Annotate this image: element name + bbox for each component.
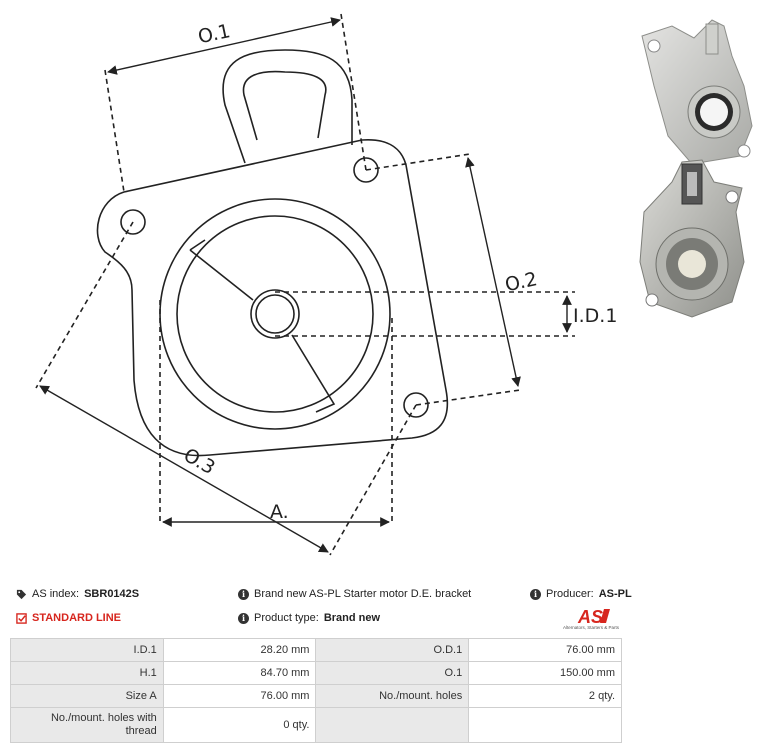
dim-o1-ext-right [340,13,367,171]
bracket-photo-rear [639,159,745,318]
web-edge [189,239,206,251]
mount-hole-left [120,209,146,235]
spec-label-cell: I.D.1 [10,638,164,662]
dim-o3-ext-left [35,221,134,389]
description-text: Brand new AS-PL Starter motor D.E. brack… [254,588,472,600]
outer-bore [159,198,391,430]
tags-icon [16,589,27,599]
product-type-value: Brand new [323,612,381,624]
spec-label-cell: H.1 [10,661,164,685]
as-pl-logo: AS [577,607,610,627]
flange-outline [96,139,449,457]
as-index-label: AS index: [32,588,80,600]
spec-value-cell: 76.00 mm [468,638,622,662]
producer-label: Producer: [546,588,594,600]
label-a: A. [270,501,289,523]
inner-bore [176,215,374,413]
dim-o1-ext-left [104,69,125,193]
producer-value: AS-PL [598,588,632,600]
as-index-value: SBR0142S [84,588,140,600]
mount-hole-bottom-right [403,392,429,418]
spec-value-cell [468,707,622,743]
hub-outer [250,289,300,339]
dim-o3-ext-right [329,404,417,556]
spec-value-cell: 2 qty. [468,684,622,708]
label-o1: O.1 [196,20,232,48]
spec-label-cell: O.D.1 [315,638,470,662]
spec-value-cell: 0 qty. [162,707,317,743]
spec-label-cell: No./mount. holes with thread [10,707,164,743]
product-type-label: Product type: [254,612,319,624]
as-index: AS index: SBR0142S [16,588,139,600]
label-o2: O.2 [503,268,539,296]
spec-value-cell: 150.00 mm [468,661,622,685]
spec-label-cell [315,707,470,743]
dim-o2-ext-top [365,153,471,171]
label-o3: O.3 [180,444,219,479]
info-icon: i [238,588,249,600]
description: i Brand new AS-PL Starter motor D.E. bra… [238,588,471,600]
producer: i Producer: AS-PL [530,588,632,600]
top-lug-inner [242,70,327,141]
info-icon: i [238,612,249,624]
dim-o2-arrow [465,157,521,387]
standard-line-badge: STANDARD LINE [16,612,121,624]
bracket-photo-front [641,19,753,165]
hub-inner [255,294,295,334]
technical-drawing: O.1 O.2 O.3 I.D.1 A. [35,13,617,556]
standard-line-text: STANDARD LINE [32,612,122,624]
spec-value-cell: 28.20 mm [162,638,317,662]
mount-hole-top-right [353,157,379,183]
info-icon: i [530,588,541,600]
spec-value-cell: 76.00 mm [162,684,317,708]
logo-tagline: Alternators, Starters & Parts [563,625,620,630]
label-id1: I.D.1 [573,305,617,327]
checkbox-checked-icon [16,612,27,624]
svg-text:AS: AS [577,607,603,627]
product-type: i Product type: Brand new [238,612,380,624]
spec-label-cell: O.1 [315,661,470,685]
spec-label-cell: No./mount. holes [315,684,470,708]
spec-label-cell: Size A [10,684,164,708]
dim-o1-arrow [107,17,341,75]
dim-o2-ext-bottom [415,389,521,406]
spec-value-cell: 84.70 mm [162,661,317,685]
